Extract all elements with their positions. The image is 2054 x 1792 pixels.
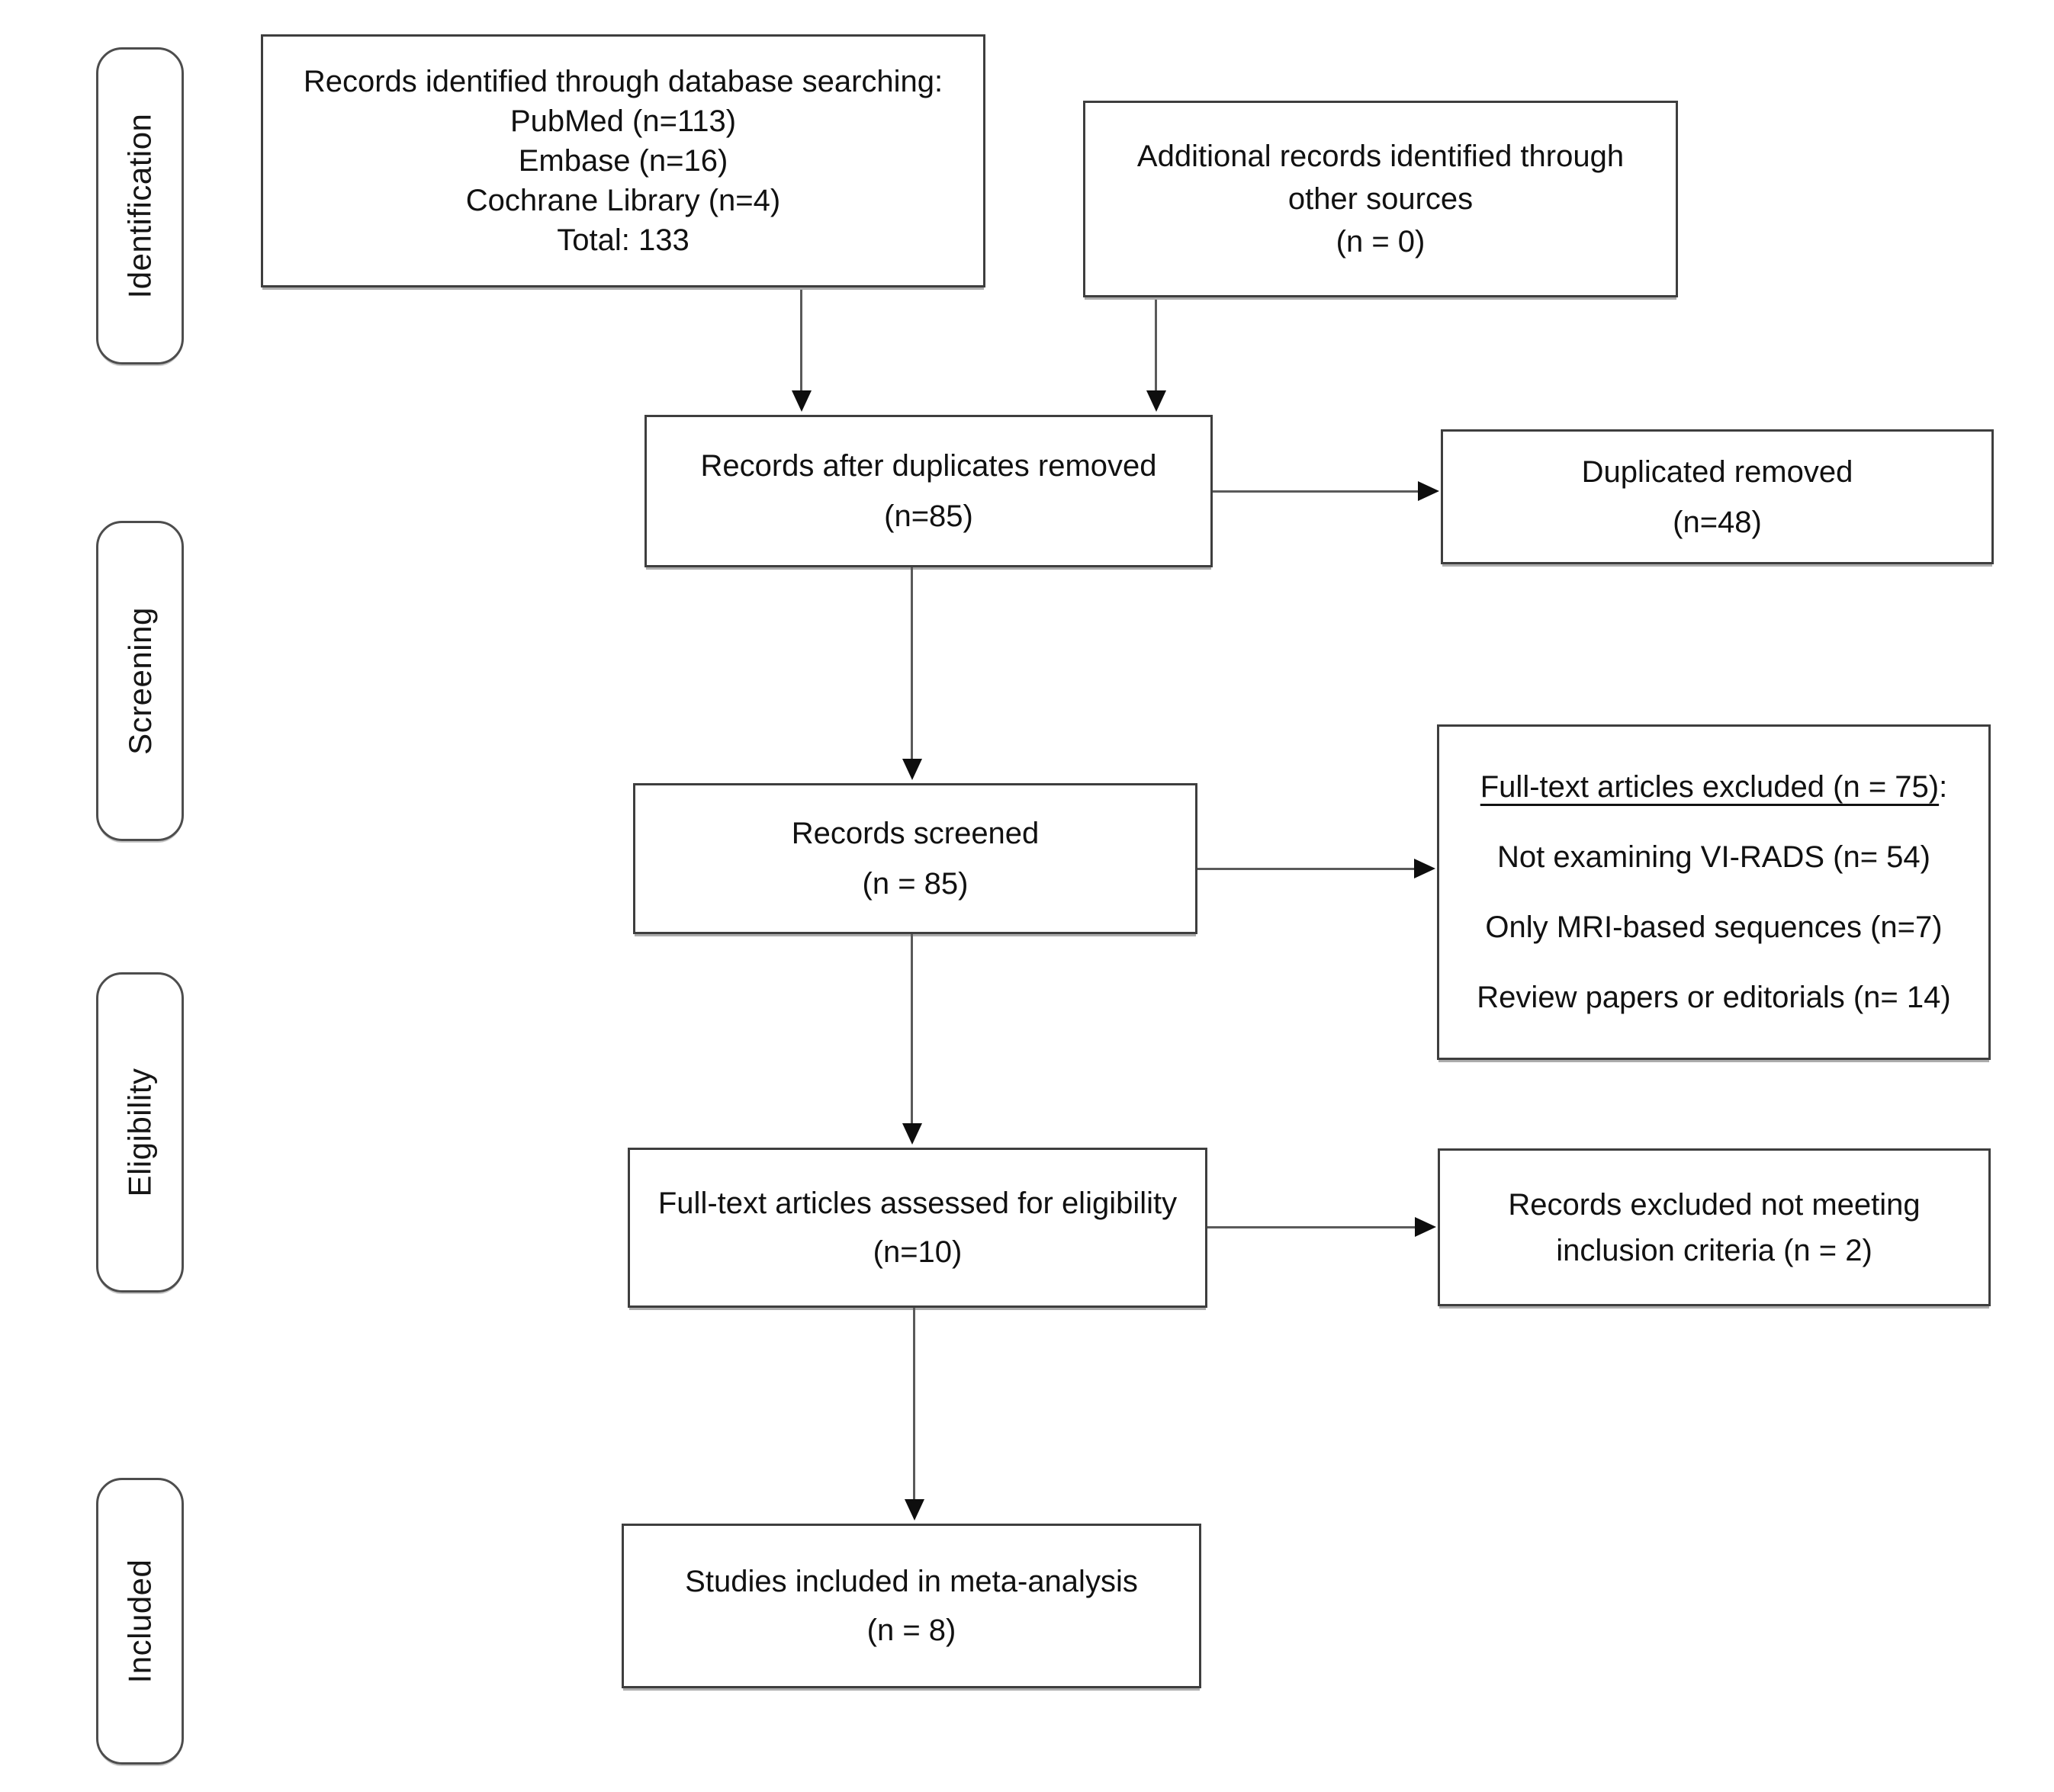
fulltext-excluded-reason: Review papers or editorials (n= 14)	[1477, 981, 1951, 1014]
arrowhead-right-icon	[1415, 1217, 1436, 1237]
arrow-line-screened-to-fulltext-excluded	[1197, 868, 1414, 870]
fulltext-assessed-count: (n=10)	[873, 1235, 963, 1269]
box-records-screened: Records screened (n = 85)	[633, 783, 1197, 934]
arrowhead-down-icon	[902, 1123, 922, 1145]
duplicates-removed-line: Duplicated removed	[1581, 454, 1853, 489]
records-identified-cochrane: Cochrane Library (n=4)	[465, 184, 781, 217]
arrow-line-screened-to-assessed	[911, 934, 913, 1123]
box-duplicates-removed: Duplicated removed (n=48)	[1441, 429, 1994, 564]
arrow-line-after-duplicates-to-duplicates-removed	[1213, 490, 1418, 493]
studies-included-count: (n = 8)	[866, 1614, 956, 1647]
arrowhead-down-icon	[1146, 390, 1166, 412]
box-studies-included: Studies included in meta-analysis (n = 8…	[622, 1524, 1201, 1688]
fulltext-excluded-heading-colon: :	[1939, 770, 1948, 804]
arrowhead-right-icon	[1414, 859, 1435, 878]
records-identified-total: Total: 133	[557, 223, 689, 257]
arrow-line-after-duplicates-to-screened	[911, 567, 913, 759]
after-duplicates-line: Records after duplicates removed	[700, 449, 1157, 483]
arrow-line-assessed-to-studies-included	[913, 1308, 915, 1499]
records-identified-line: Records identified through database sear…	[303, 65, 943, 98]
excluded-criteria-line: inclusion criteria (n = 2)	[1556, 1233, 1872, 1267]
arrowhead-down-icon	[792, 390, 812, 412]
arrow-line-assessed-to-excluded-criteria	[1207, 1226, 1415, 1228]
box-records-identified: Records identified through database sear…	[261, 34, 985, 287]
records-identified-embase: Embase (n=16)	[518, 144, 728, 178]
box-additional-records: Additional records identified through ot…	[1083, 101, 1678, 297]
additional-records-count: (n = 0)	[1336, 225, 1426, 259]
fulltext-assessed-line: Full-text articles assessed for eligibil…	[657, 1187, 1178, 1220]
box-fulltext-assessed: Full-text articles assessed for eligibil…	[628, 1148, 1207, 1308]
fulltext-excluded-heading: Full-text articles excluded (n = 75):	[1480, 752, 1948, 822]
records-identified-pubmed: PubMed (n=113)	[509, 104, 737, 138]
additional-records-line: other sources	[1287, 182, 1474, 216]
arrow-line-additional-to-after-duplicates	[1155, 300, 1157, 390]
after-duplicates-count: (n=85)	[884, 499, 973, 533]
stage-eligibility-label: Eligibility	[121, 1068, 158, 1197]
fulltext-excluded-reason: Not examining VI-RADS (n= 54)	[1496, 840, 1930, 874]
stage-included-label: Included	[121, 1559, 158, 1684]
arrowhead-right-icon	[1418, 481, 1439, 501]
excluded-criteria-line: Records excluded not meeting	[1508, 1187, 1921, 1222]
records-screened-count: (n = 85)	[862, 867, 969, 901]
box-fulltext-excluded: Full-text articles excluded (n = 75): No…	[1437, 724, 1991, 1060]
arrowhead-down-icon	[902, 759, 922, 780]
stage-included: Included	[96, 1478, 184, 1765]
stage-identification: Identification	[96, 47, 184, 365]
stage-eligibility: Eligibility	[96, 972, 184, 1293]
stage-identification-label: Identification	[121, 113, 158, 299]
box-after-duplicates: Records after duplicates removed (n=85)	[644, 415, 1213, 567]
duplicates-removed-count: (n=48)	[1673, 505, 1762, 539]
stage-screening-label: Screening	[121, 607, 158, 755]
arrowhead-down-icon	[905, 1499, 924, 1521]
studies-included-line: Studies included in meta-analysis	[685, 1565, 1138, 1598]
stage-screening: Screening	[96, 521, 184, 841]
fulltext-excluded-reason: Only MRI-based sequences (n=7)	[1485, 910, 1943, 944]
arrow-line-identified-to-after-duplicates	[800, 290, 802, 390]
box-excluded-criteria: Records excluded not meeting inclusion c…	[1438, 1148, 1991, 1306]
records-screened-line: Records screened	[791, 817, 1040, 850]
additional-records-line: Additional records identified through	[1136, 140, 1625, 173]
fulltext-excluded-heading-text: Full-text articles excluded (n = 75)	[1480, 770, 1940, 804]
